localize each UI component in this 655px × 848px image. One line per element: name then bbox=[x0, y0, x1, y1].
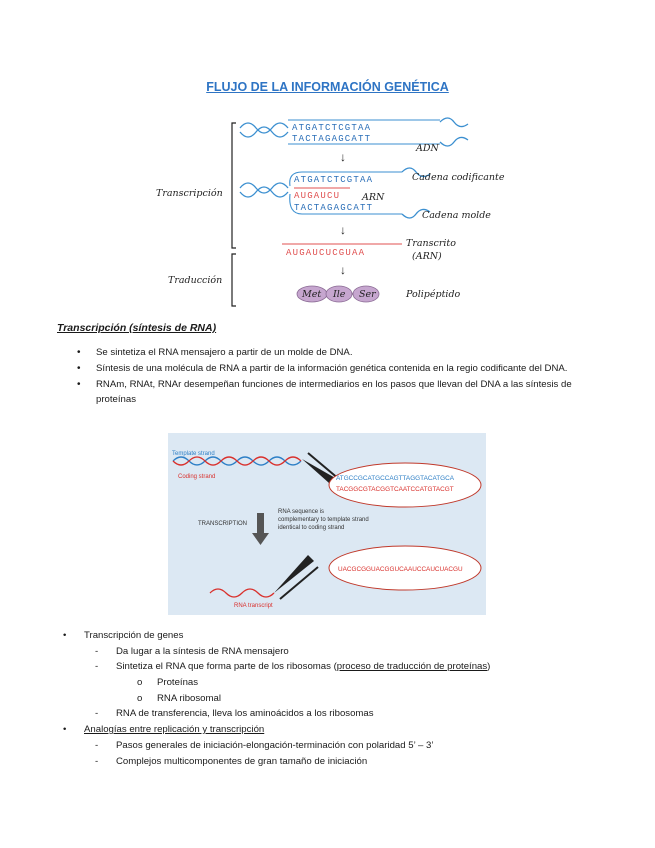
transcript-label-2: (ARN) bbox=[412, 251, 442, 262]
down-arrow-icon bbox=[252, 533, 269, 545]
transcription-label: Transcripción bbox=[156, 188, 223, 199]
rna-note-line-2: complementary to template strand bbox=[278, 517, 369, 523]
section-heading-transcription: Transcripción (síntesis de RNA) bbox=[57, 322, 217, 334]
protein-translation-link[interactable]: proceso de traducción de proteínas bbox=[336, 661, 488, 673]
list-item: - RNA de transferencia, lleva los aminoá… bbox=[63, 706, 623, 722]
list-item: • Analogías entre replicación y transcri… bbox=[63, 722, 623, 738]
list-item: o RNA ribosomal bbox=[63, 691, 623, 707]
rna-note-line-3: identical to coding strand bbox=[278, 525, 344, 531]
down-arrow-1: ↓ bbox=[340, 150, 346, 164]
transcription-bullet-list: Se sintetiza el RNA mensajero a partir d… bbox=[77, 345, 607, 408]
transcription-bracket bbox=[231, 122, 236, 249]
adn-label: ADN bbox=[415, 143, 439, 154]
translation-label: Traducción bbox=[168, 275, 222, 286]
list-item: - Complejos multicomponentes de gran tam… bbox=[63, 754, 623, 770]
bullet-marker: • bbox=[63, 630, 67, 641]
genes-transcription-list: • Transcripción de genes - Da lugar a la… bbox=[63, 628, 623, 769]
circle-marker: o bbox=[137, 692, 143, 704]
list-item: - Pasos generales de iniciación-elongaci… bbox=[63, 738, 623, 754]
circle-marker: o bbox=[137, 677, 143, 689]
transcript-sequence: AUGAUCUCGUAA bbox=[286, 248, 365, 258]
amino-acid-ile: Ile bbox=[332, 289, 346, 300]
coding-strand-sequence: ATGATCTCGTAA bbox=[294, 175, 373, 185]
dna-double-helix: ATGATCTCGTAA TACTAGAGCATT bbox=[239, 117, 469, 147]
list-item: Se sintetiza el RNA mensajero a partir d… bbox=[77, 345, 607, 360]
template-strand-label: Template strand bbox=[172, 451, 215, 457]
coding-strand-label: Coding strand bbox=[178, 474, 215, 480]
bullet-marker: • bbox=[63, 724, 67, 736]
list-item: - Sintetiza el RNA que forma parte de lo… bbox=[63, 659, 623, 675]
coding-sequence: TACGGCGTACGGTCAATCCATGTACGT bbox=[336, 486, 454, 493]
dna-top-strand: ATGATCTCGTAA bbox=[292, 123, 371, 133]
dash-marker: - bbox=[95, 645, 99, 657]
amino-acid-ser: Ser bbox=[359, 289, 377, 300]
polypeptide-chain: Met Ile Ser bbox=[296, 285, 380, 303]
dna-bottom-strand: TACTAGAGCATT bbox=[292, 134, 371, 144]
rna-transcript-label: RNA transcript bbox=[234, 603, 273, 609]
template-strand-label: Cadena molde bbox=[422, 210, 491, 221]
down-arrow-2: ↓ bbox=[340, 223, 346, 237]
rna-sequence: UACGCGGUACGGUCAAUCCAUCUACGU bbox=[338, 566, 463, 573]
dash-marker: - bbox=[95, 755, 99, 767]
down-arrow-3: ↓ bbox=[340, 263, 346, 277]
translation-bracket bbox=[231, 253, 236, 307]
coding-strand-label: Cadena codificante bbox=[412, 172, 505, 183]
list-item: RNAm, RNAt, RNAr desempeñan funciones de… bbox=[77, 377, 607, 407]
list-item: o Proteínas bbox=[63, 675, 623, 691]
page-title: FLUJO DE LA INFORMACIÓN GENÉTICA bbox=[206, 80, 449, 94]
transcription-label: TRANSCRIPTION bbox=[198, 521, 247, 527]
rna-note-line-1: RNA sequence is bbox=[278, 509, 324, 515]
transcript-label-1: Transcrito bbox=[406, 238, 456, 249]
list-item: - Da lugar a la síntesis de RNA mensajer… bbox=[63, 644, 623, 660]
dna-open-helix: ATGATCTCGTAA AUGAUCU TACTAGAGCATT bbox=[239, 167, 431, 219]
polypeptide-label: Polipéptido bbox=[405, 289, 461, 300]
rna-partial-sequence: AUGAUCU bbox=[294, 191, 340, 201]
dash-marker: - bbox=[95, 739, 99, 751]
template-sequence: ATGCCGCATGCCAGTTAGGTACATGCA bbox=[336, 475, 455, 482]
dash-marker: - bbox=[95, 661, 99, 673]
list-item: • Transcripción de genes bbox=[63, 628, 623, 644]
arn-label: ARN bbox=[361, 192, 385, 203]
genetic-flow-diagram: Transcripción Traducción ATGATCTCGTAA TA… bbox=[156, 117, 505, 307]
transcription-illustration: Template strand Coding strand ATGCCGCATG… bbox=[168, 433, 486, 615]
template-strand-sequence: TACTAGAGCATT bbox=[294, 203, 373, 213]
dash-marker: - bbox=[95, 708, 99, 720]
amino-acid-met: Met bbox=[301, 289, 321, 300]
list-item: Síntesis de una molécula de RNA a partir… bbox=[77, 361, 607, 376]
